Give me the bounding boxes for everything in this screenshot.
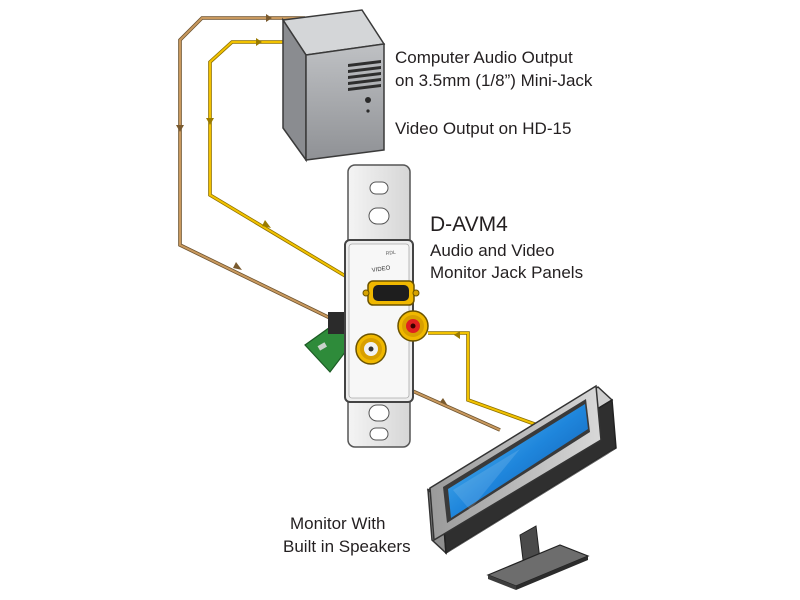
computer-audio-label-line2: on 3.5mm (1/8”) Mini-Jack [395,71,593,90]
rca-audio-jack-white [355,333,387,365]
audio-arrow-icon [440,398,448,406]
video-arrow-icon [206,118,214,125]
video-cable [206,38,541,428]
computer-audio-label-line1: Computer Audio Output [395,48,573,67]
panel-description-line2: Monitor Jack Panels [430,263,584,282]
computer-video-label: Video Output on HD-15 [395,119,572,138]
hd15-jack [362,280,420,306]
audio-arrow-icon [176,125,184,132]
computer-tower-icon [281,9,386,163]
rca-audio-jack-red [397,310,429,342]
monitor-label-line1: Monitor With [290,514,386,533]
audio-arrow-icon [266,14,272,22]
monitor-label-line2: Built in Speakers [283,537,411,556]
panel-model-title: D-AVM4 [430,213,508,236]
video-arrow-icon [454,331,460,339]
video-arrow-icon [262,220,271,228]
video-arrow-icon [256,38,262,46]
faceplate-brand-label: RDL [385,250,396,257]
audio-arrow-icon [233,262,242,270]
panel-description-line1: Audio and Video [430,241,555,260]
faceplate-video-label: VIDEO [371,265,391,274]
flat-panel-monitor-icon [426,384,617,590]
wall-jack-panel-icon: VIDEO RDL [304,164,429,448]
